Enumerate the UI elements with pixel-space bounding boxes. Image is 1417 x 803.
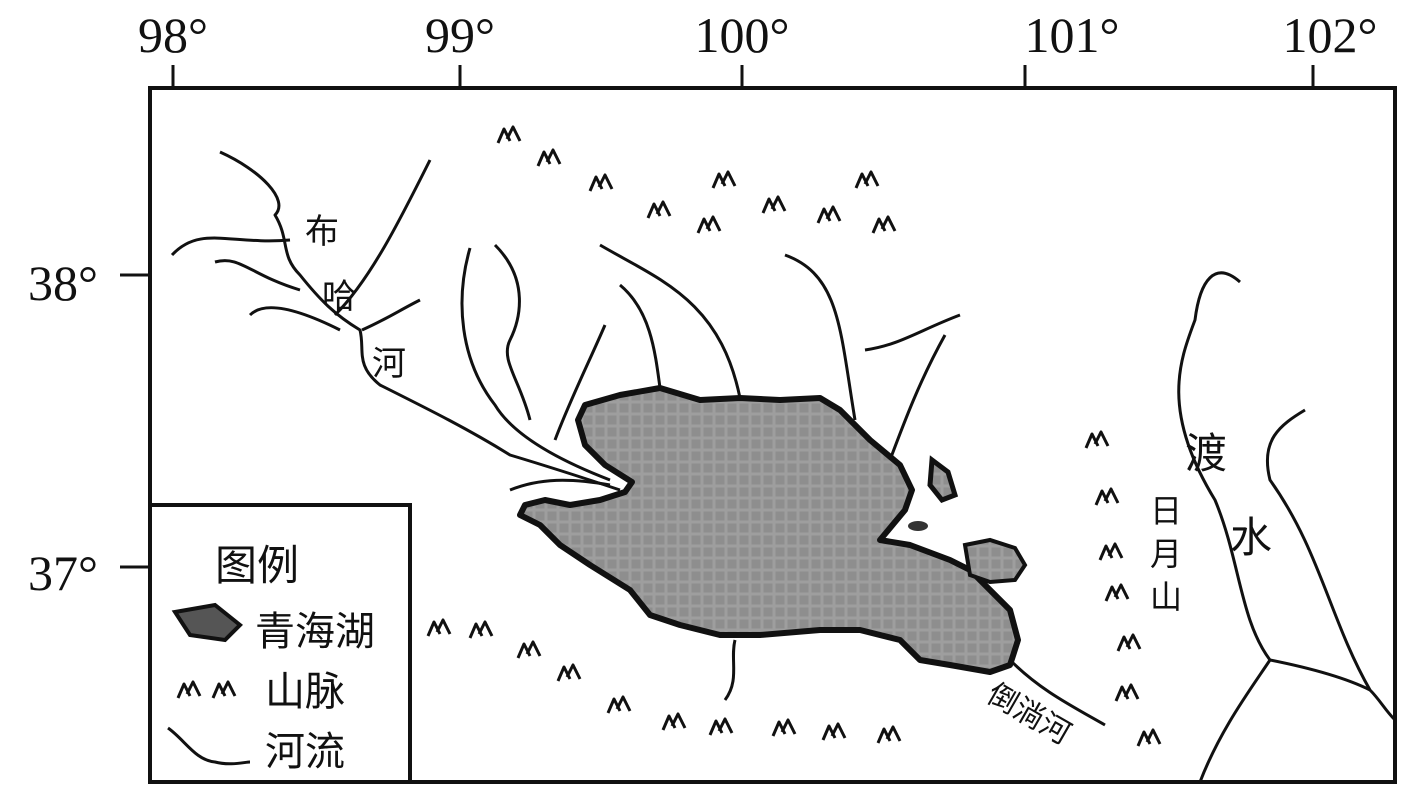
legend-title: 图例 [215,541,299,590]
label-daotang-river: 倒淌河 [981,677,1076,752]
sub-lake [962,537,1028,585]
lon-tick-101: 101° [1025,7,1120,63]
legend-river-icon [167,726,251,766]
label-dushui-2: 水 [1230,513,1272,562]
label-riyue-1: 日 [1150,492,1182,530]
legend-river-label: 河流 [265,729,345,775]
label-buha-2: 哈 [322,277,356,317]
island-small [908,521,928,531]
island [927,455,959,503]
qinghai-lake [517,385,1021,675]
lat-tick-38: 38° [28,255,98,311]
lat-tick-37: 37° [28,545,98,601]
legend-mountain-label: 山脉 [265,669,345,715]
lon-tick-99: 99° [425,7,495,63]
lon-tick-98: 98° [138,7,208,63]
tick-marks [120,65,1315,569]
label-buha-3: 河 [372,344,406,384]
legend-lake-icon [171,602,243,643]
label-riyue-3: 山 [1150,578,1182,616]
legend: 图例 青海湖 山脉 河流 [148,503,412,784]
label-riyue-2: 月 [1150,535,1182,573]
lon-tick-102: 102° [1283,7,1378,63]
label-dushui-1: 渡 [1185,429,1227,478]
label-buha-1: 布 [305,212,339,252]
rivers [170,150,1397,783]
map-frame [148,86,1397,784]
legend-lake-label: 青海湖 [255,609,375,655]
lon-tick-100: 100° [695,7,790,63]
